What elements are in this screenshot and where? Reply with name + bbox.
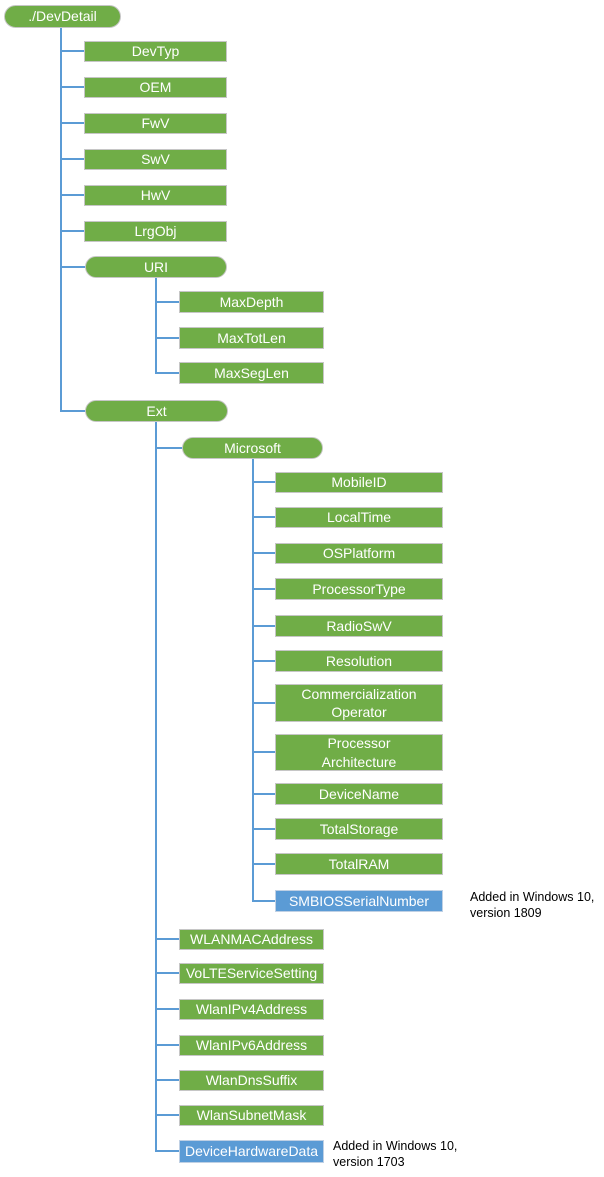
node-commercialization-operator: Commercialization Operator xyxy=(275,684,443,722)
connector-line xyxy=(60,230,86,232)
connector-line xyxy=(155,337,181,339)
annotation-devicehardwaredata-version: Added in Windows 10, version 1703 xyxy=(333,1139,458,1170)
connector-line xyxy=(60,50,86,52)
connector-line xyxy=(60,27,62,412)
connector-line xyxy=(60,86,86,88)
connector-line xyxy=(155,372,181,374)
connector-line xyxy=(155,1079,181,1081)
connector-line xyxy=(252,458,254,902)
node-lrgobj: LrgObj xyxy=(84,221,227,242)
connector-line xyxy=(252,702,277,704)
node-volteservicesetting: VoLTEServiceSetting xyxy=(179,963,324,984)
node-devtyp: DevTyp xyxy=(84,41,227,62)
connector-line xyxy=(155,447,184,449)
connector-line xyxy=(60,194,86,196)
node-maxseglen: MaxSegLen xyxy=(179,362,324,384)
node-swv: SwV xyxy=(84,149,227,170)
node-wlanipv4address: WlanIPv4Address xyxy=(179,999,324,1020)
node-radioswv: RadioSwV xyxy=(275,615,443,637)
connector-line xyxy=(155,301,181,303)
node-ext: Ext xyxy=(85,400,228,422)
connector-line xyxy=(155,1008,181,1010)
node-totalstorage: TotalStorage xyxy=(275,818,443,840)
node-oem: OEM xyxy=(84,77,227,98)
connector-line xyxy=(60,266,87,268)
node-maxdepth: MaxDepth xyxy=(179,291,324,313)
node-uri: URI xyxy=(85,256,227,278)
connector-line xyxy=(60,410,87,412)
connector-line xyxy=(252,588,277,590)
node-wlansubnetmask: WlanSubnetMask xyxy=(179,1105,324,1126)
annotation-smbiosserialnumber-version: Added in Windows 10, version 1809 xyxy=(470,890,595,921)
connector-line xyxy=(252,516,277,518)
connector-line xyxy=(60,158,86,160)
node-processor-architecture: Processor Architecture xyxy=(275,734,443,771)
node-wlanmacaddress: WLANMACAddress xyxy=(179,929,324,950)
connector-line xyxy=(252,900,277,902)
connector-line xyxy=(252,863,277,865)
connector-line xyxy=(252,828,277,830)
connector-line xyxy=(155,1114,181,1116)
connector-line xyxy=(155,972,181,974)
node-devdetail: ./DevDetail xyxy=(4,5,121,28)
node-mobileid: MobileID xyxy=(275,472,443,493)
node-localtime: LocalTime xyxy=(275,507,443,528)
node-devicehardwaredata: DeviceHardwareData xyxy=(179,1140,324,1163)
node-microsoft: Microsoft xyxy=(182,437,323,459)
node-devicename: DeviceName xyxy=(275,783,443,805)
node-hwv: HwV xyxy=(84,185,227,206)
connector-line xyxy=(155,1044,181,1046)
connector-line xyxy=(252,625,277,627)
connector-line xyxy=(252,481,277,483)
connector-line xyxy=(252,660,277,662)
node-fwv: FwV xyxy=(84,113,227,134)
node-totalram: TotalRAM xyxy=(275,853,443,875)
connector-line xyxy=(60,122,86,124)
connector-line xyxy=(252,552,277,554)
connector-line xyxy=(155,277,157,374)
connector-line xyxy=(155,938,181,940)
connector-line xyxy=(252,793,277,795)
node-wlandnssuffix: WlanDnsSuffix xyxy=(179,1070,324,1091)
node-osplatform: OSPlatform xyxy=(275,543,443,564)
node-smbiosserialnumber: SMBIOSSerialNumber xyxy=(275,890,443,912)
node-maxtotlen: MaxTotLen xyxy=(179,327,324,349)
connector-line xyxy=(155,1150,181,1152)
connector-line xyxy=(155,421,157,1152)
node-resolution: Resolution xyxy=(275,650,443,672)
node-processortype: ProcessorType xyxy=(275,578,443,600)
node-wlanipv6address: WlanIPv6Address xyxy=(179,1035,324,1056)
connector-line xyxy=(252,751,277,753)
